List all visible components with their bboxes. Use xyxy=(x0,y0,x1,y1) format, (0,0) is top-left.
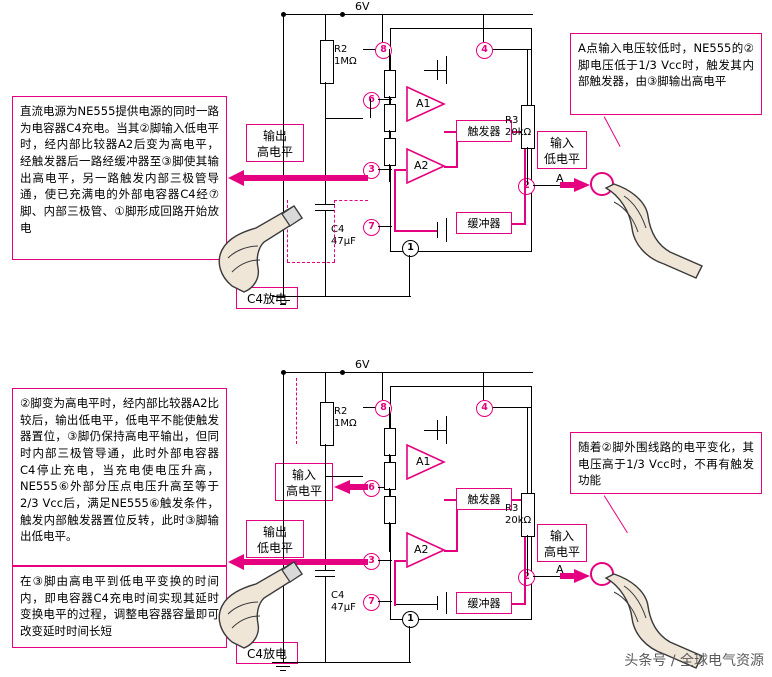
label-c4-discharge-top: C4放电 xyxy=(236,287,298,309)
c4-label-bottom: C4 47μF xyxy=(331,590,356,613)
point-a-top: A xyxy=(556,172,564,185)
comparator-a1-top xyxy=(406,86,446,122)
a1-label-top: A1 xyxy=(416,97,431,110)
label-output-high-top: 输出 高电平 xyxy=(246,124,304,162)
right-note-bottom: 随着②脚外围线路的电平变化，其电压高于1/3 Vcc时，不再有触发功能 xyxy=(570,432,762,494)
a2-label-top: A2 xyxy=(414,159,429,172)
comparator-a1-bottom xyxy=(406,444,446,480)
trigger-box-bottom: 触发器 xyxy=(456,488,512,510)
left-note-top: 直流电源为NE555提供电源的同时一路为电容器C4充电。当其②脚输入低电平时，经… xyxy=(12,96,227,260)
r3-label-top: R3 20kΩ xyxy=(505,115,532,138)
left-note-bottom: ②脚变为高电平时，经内部比较器A2比较后，输出低电平，低电平不能使触发器置位，③… xyxy=(12,388,227,566)
pin-6-top: 6 xyxy=(363,92,380,109)
r2-label-bottom: R2 1MΩ xyxy=(334,406,357,429)
a1-label-bottom: A1 xyxy=(416,455,431,468)
pin-1-top: 1 xyxy=(402,240,419,257)
supply-label-top: 6V xyxy=(355,0,370,13)
trigger-box-top: 触发器 xyxy=(456,120,512,142)
hand-pointer-right-top xyxy=(584,168,704,287)
diagram-panel-top: 直流电源为NE555提供电源的同时一路为电容器C4充电。当其②脚输入低电平时，经… xyxy=(12,0,762,309)
label-c4-discharge-bottom: C4放电 xyxy=(236,642,298,664)
pin-8-bottom: 8 xyxy=(375,400,392,417)
r2-label-top: R2 1MΩ xyxy=(334,44,357,67)
pin-7-top: 7 xyxy=(363,219,380,236)
arrow-output-low-bottom xyxy=(228,552,368,576)
arrow-input-high-bottom xyxy=(334,479,368,499)
watermark: 头条号 / 全球电气资源 xyxy=(624,653,764,669)
hand-pointer-left-top xyxy=(198,188,306,302)
label-input-low-top: 输入 低电平 xyxy=(537,131,587,169)
comparator-a2-top xyxy=(406,148,446,184)
supply-label-bottom: 6V xyxy=(355,358,370,371)
right-note-top: A点输入电压较低时，NE555的②脚电压低于1/3 Vcc时，触发其内部触发器，… xyxy=(570,33,762,115)
comparator-a2-bottom xyxy=(406,532,446,568)
label-input-high-bottom: 输入 高电平 xyxy=(275,463,333,501)
pin-8-top: 8 xyxy=(375,42,392,59)
arrow-input-low-top xyxy=(560,177,590,197)
left-note2-bottom: 在③脚由高电平到低电平变换的时间内，即电容器C4充电时间实现其延时变换电平的过程… xyxy=(12,566,227,648)
pin-3-top: 3 xyxy=(363,162,380,179)
point-a-bottom: A xyxy=(556,563,564,576)
pin-2-bottom: 2 xyxy=(518,569,535,586)
pin-7-bottom: 7 xyxy=(363,594,380,611)
arrow-output-top xyxy=(228,168,368,192)
hand-pointer-right-bottom xyxy=(584,558,704,677)
r3-label-bottom: R3 20kΩ xyxy=(505,503,532,526)
pin-2-top: 2 xyxy=(518,178,535,195)
buffer-box-top: 缓冲器 xyxy=(456,212,512,234)
arrow-input-high2-bottom xyxy=(560,568,590,588)
pin-4-bottom: 4 xyxy=(476,400,493,417)
pin-4-top: 4 xyxy=(476,42,493,59)
diagram-panel-bottom: ②脚变为高电平时，经内部比较器A2比较后，输出低电平，低电平不能使触发器置位，③… xyxy=(0,340,772,674)
hand-pointer-left-bottom xyxy=(198,544,306,658)
c4-label-top: C4 47μF xyxy=(331,224,356,247)
a2-label-bottom: A2 xyxy=(414,543,429,556)
pin-1-bottom: 1 xyxy=(402,611,419,628)
buffer-box-bottom: 缓冲器 xyxy=(456,592,512,614)
label-input-high2-bottom: 输入 高电平 xyxy=(537,524,587,562)
